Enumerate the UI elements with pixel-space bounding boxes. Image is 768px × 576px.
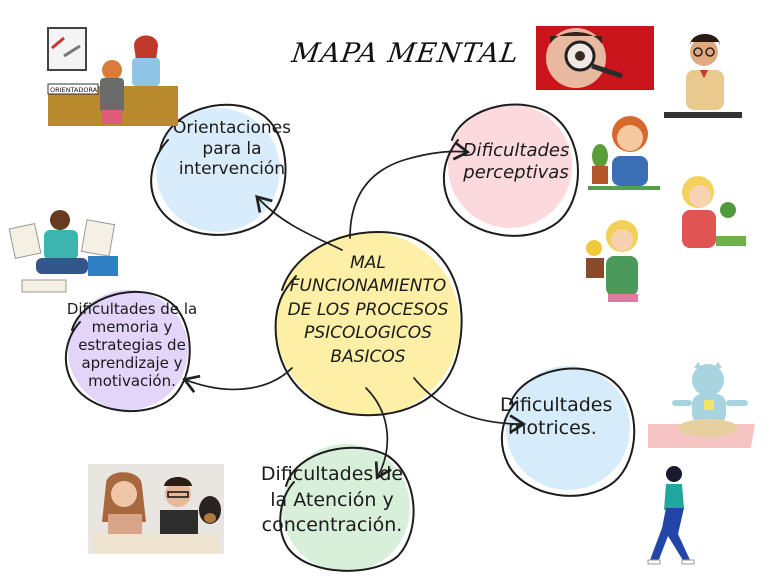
motrices-fill <box>506 366 630 490</box>
center-node-label: MAL FUNCIONAMIENTO DE LOS PROCESOS PSICO… <box>268 252 468 369</box>
girl-with-plant-illustration <box>588 116 660 190</box>
girl-flowerpot-illustration <box>586 220 638 302</box>
perceptivas-line-1: Dificultades <box>462 140 570 161</box>
arrow-to-motrices <box>413 377 527 434</box>
memoria-node-label: Dificultades de la memoria y estrategias… <box>56 300 208 390</box>
center-outline <box>274 231 463 417</box>
orientaciones-line-3: intervención <box>178 159 286 180</box>
arrow-to-memoria <box>182 367 293 393</box>
center-line-1: MAL <box>350 253 386 273</box>
arrow-to-atencion <box>365 387 392 480</box>
student-with-papers-illustration <box>8 210 118 293</box>
atencion-outline <box>279 446 415 572</box>
memoria-line-5: motivación. <box>88 372 176 390</box>
memoria-line-3: estrategias de <box>78 336 186 354</box>
perceptivas-node-label: Dificultades perceptivas <box>446 140 586 184</box>
memoria-line-1: Dificultades de la <box>66 300 198 318</box>
orientaciones-fill <box>156 108 280 232</box>
perceptivas-fill <box>448 104 572 228</box>
orientaciones-line-2: para la <box>202 138 262 159</box>
page-title: MAPA MENTAL <box>289 38 522 69</box>
center-line-3: DE LOS PROCESOS <box>287 299 449 320</box>
motrices-line-1: Dificultades <box>500 394 613 416</box>
atencion-node-label: Dificultades de la Atención y concentrac… <box>244 462 420 539</box>
memoria-outline <box>64 290 191 413</box>
students-reading-photo <box>88 464 224 554</box>
atencion-line-3: concentración. <box>261 514 403 537</box>
office-sign-text: ORIENTADORA <box>50 86 98 94</box>
walking-person-illustration <box>647 466 695 565</box>
perceptivas-outline <box>442 103 579 237</box>
orientaciones-node-label: Orientaciones para la intervención <box>152 118 312 180</box>
arrow-to-perceptivas <box>349 141 471 239</box>
center-line-2: FUNCIONAMIENTO <box>289 276 447 297</box>
motrices-outline <box>500 367 636 497</box>
motrices-node-label: Dificultades motrices. <box>500 394 650 440</box>
thinking-man-illustration <box>664 34 742 118</box>
arrow-to-orientaciones <box>255 194 343 251</box>
orientaciones-line-1: Orientaciones <box>173 118 291 138</box>
center-line-5: BASICOS <box>330 346 406 367</box>
perceptivas-line-2: perceptivas <box>463 161 569 183</box>
memoria-fill <box>68 290 188 410</box>
memoria-line-4: aprendizaje y <box>81 354 183 372</box>
atencion-line-2: la Atención y <box>270 488 394 511</box>
counselor-office-illustration: ORIENTADORA <box>47 27 178 126</box>
center-fill <box>276 232 460 416</box>
girl-smelling-illustration <box>682 176 746 248</box>
memoria-line-2: memoria y <box>91 318 173 336</box>
yoga-cat-illustration <box>648 362 756 448</box>
center-line-4: PSICOLOGICOS <box>304 323 432 344</box>
atencion-line-1: Dificultades de <box>260 463 404 485</box>
motrices-line-2: motrices. <box>508 417 597 440</box>
magnifier-photo <box>536 26 654 90</box>
